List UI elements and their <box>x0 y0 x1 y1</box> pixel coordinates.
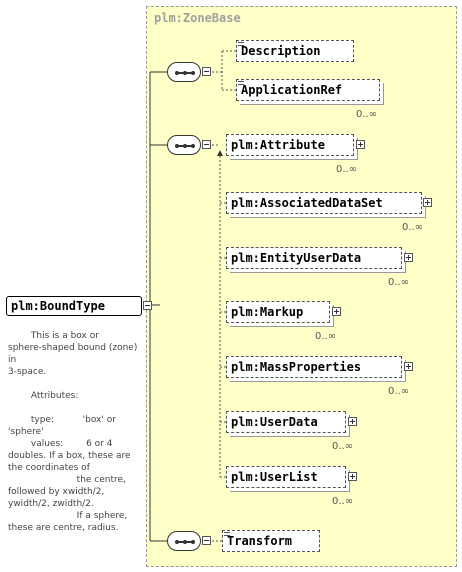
root-element-label: plm:BoundType <box>11 299 105 313</box>
sequence-compositor-icon[interactable] <box>167 531 201 551</box>
sequence-compositor-icon[interactable] <box>167 135 201 155</box>
cardinality-label: 0..∞ <box>388 386 410 397</box>
element-associateddataset[interactable]: plm:AssociatedDataSet <box>226 192 422 214</box>
element-entityuserdata[interactable]: plm:EntityUserData <box>226 247 402 269</box>
expand-icon[interactable] <box>348 417 357 426</box>
collapse-icon[interactable] <box>202 536 211 545</box>
expand-icon[interactable] <box>348 472 357 481</box>
cardinality-label: 0..∞ <box>356 109 378 120</box>
root-element-documentation: This is a box or sphere-shaped bound (zo… <box>8 331 138 533</box>
cardinality-label: 0..∞ <box>315 331 337 342</box>
group-title: plm:ZoneBase <box>154 11 241 25</box>
cardinality-label: 0..∞ <box>388 277 410 288</box>
cardinality-label: 0..∞ <box>402 222 424 233</box>
element-markup[interactable]: plm:Markup <box>226 301 330 323</box>
expand-icon[interactable] <box>423 198 432 207</box>
collapse-icon[interactable] <box>143 301 152 310</box>
sequence-compositor-icon[interactable] <box>167 62 201 82</box>
expand-icon[interactable] <box>332 307 341 316</box>
element-transform[interactable]: Transform <box>222 530 320 552</box>
cardinality-label: 0..∞ <box>336 164 358 175</box>
collapse-icon[interactable] <box>202 67 211 76</box>
element-userdata[interactable]: plm:UserData <box>226 411 346 433</box>
element-description[interactable]: Description <box>236 40 354 62</box>
documentation-icon <box>224 532 230 536</box>
cardinality-label: 0..∞ <box>332 441 354 452</box>
expand-icon[interactable] <box>404 253 413 262</box>
element-userlist[interactable]: plm:UserList <box>226 466 346 488</box>
documentation-icon <box>238 81 244 85</box>
expand-icon[interactable] <box>404 362 413 371</box>
root-element-box[interactable]: plm:BoundType <box>6 296 142 316</box>
cardinality-label: 0..∞ <box>332 496 354 507</box>
expand-icon[interactable] <box>356 140 365 149</box>
element-attribute[interactable]: plm:Attribute <box>226 134 354 156</box>
element-massproperties[interactable]: plm:MassProperties <box>226 356 402 378</box>
element-applicationref[interactable]: ApplicationRef <box>236 79 380 101</box>
documentation-icon <box>238 42 244 46</box>
collapse-icon[interactable] <box>202 140 211 149</box>
